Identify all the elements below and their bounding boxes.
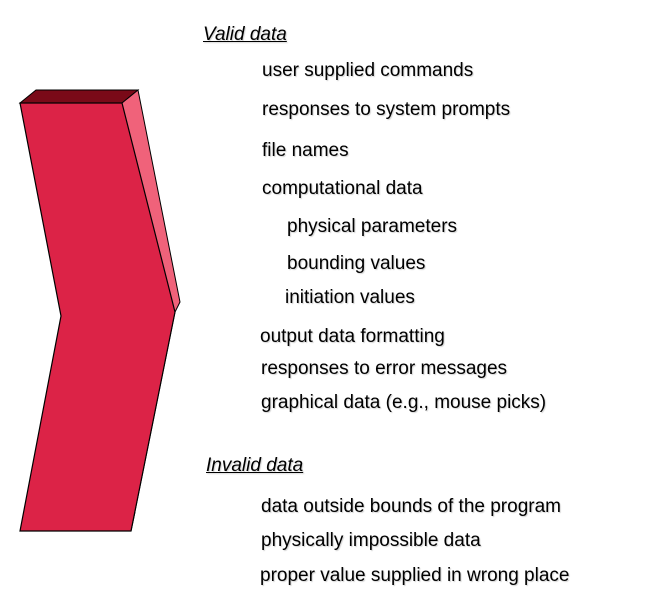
valid-sub-item: physical parameters xyxy=(287,216,458,237)
valid-item: user supplied commands xyxy=(262,60,474,81)
chevron-front-face xyxy=(19,102,176,532)
valid-sub-item: bounding values xyxy=(287,253,426,274)
valid-item: file names xyxy=(262,140,349,161)
valid-sub-item: initiation values xyxy=(285,287,415,308)
chevron-top-face xyxy=(18,89,140,104)
chevron-arrow-shape xyxy=(18,89,181,532)
valid-item: output data formatting xyxy=(260,326,445,347)
invalid-data-heading: Invalid data xyxy=(206,455,304,476)
valid-item: computational data xyxy=(262,178,423,199)
valid-data-heading: Valid data xyxy=(203,24,287,45)
valid-item: responses to system prompts xyxy=(262,99,511,120)
invalid-item: physically impossible data xyxy=(261,530,481,551)
valid-item: responses to error messages xyxy=(261,358,508,379)
invalid-item: data outside bounds of the program xyxy=(261,496,561,517)
valid-item: graphical data (e.g., mouse picks) xyxy=(261,392,547,413)
invalid-item: proper value supplied in wrong place xyxy=(260,565,570,586)
